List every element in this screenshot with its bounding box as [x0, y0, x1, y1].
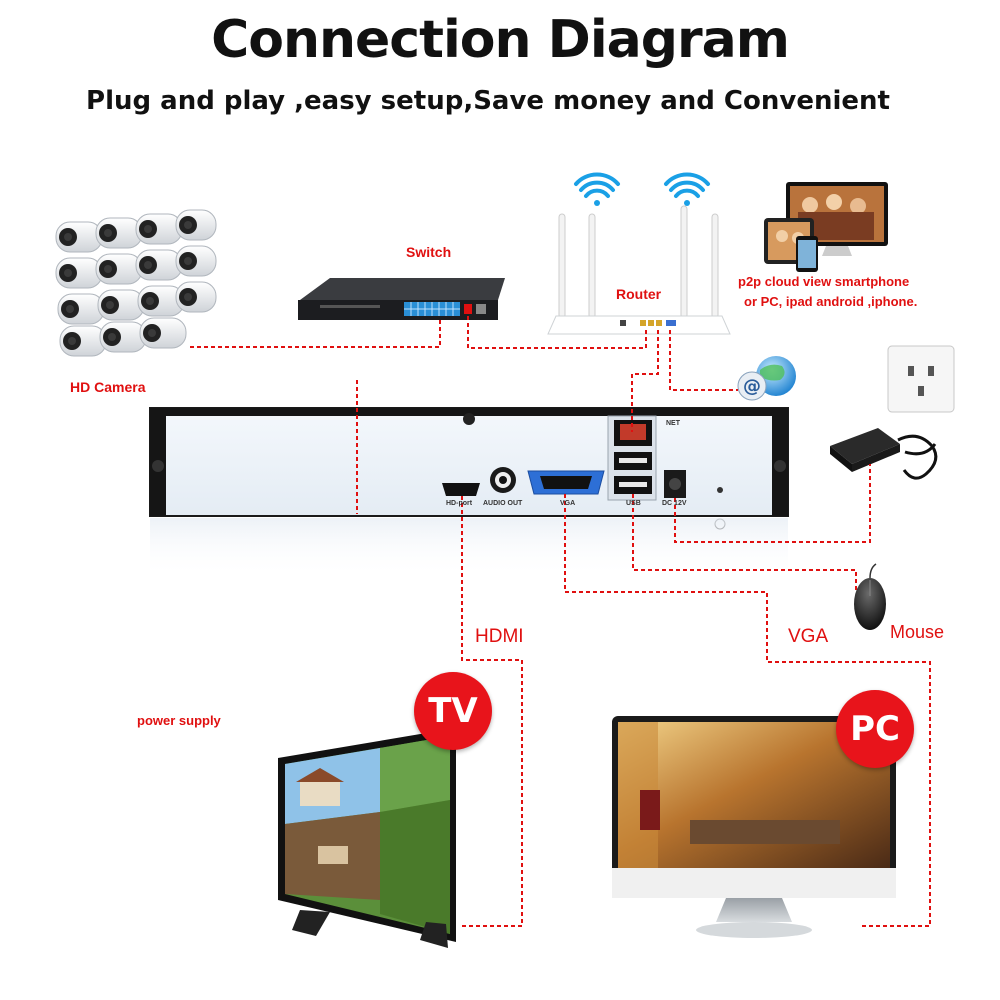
- vga-label: VGA: [788, 626, 829, 647]
- svg-text:@: @: [743, 376, 761, 397]
- tv-device: [278, 728, 456, 948]
- camera-row-4: [59, 317, 187, 357]
- hdmi-label: HDMI: [475, 626, 524, 647]
- audio-out-label: AUDIO OUT: [483, 500, 523, 507]
- usb-port-label: USB: [626, 500, 641, 507]
- camera-row-2: [55, 245, 217, 289]
- hd-port-label: HD-port: [446, 500, 473, 507]
- wifi-icon: [574, 172, 620, 206]
- pc-badge: PC: [836, 690, 914, 768]
- router-antennas: [558, 205, 719, 319]
- dc-port-label: DC 12V: [662, 500, 687, 507]
- switch-device: [298, 278, 505, 320]
- power-supply-label: power supply: [137, 713, 221, 728]
- page-title: Connection Diagram: [211, 10, 790, 70]
- power-adapter: [830, 428, 938, 480]
- p2p-label-line1: p2p cloud view smartphone: [738, 274, 910, 289]
- internet-globe-icon: @: [737, 356, 796, 401]
- page-subtitle: Plug and play ,easy setup,Save money and…: [86, 86, 890, 116]
- vga-line: [564, 494, 931, 927]
- nvr-device: [149, 407, 789, 578]
- switch-to-router-line: [467, 316, 647, 349]
- hd-camera-label: HD Camera: [70, 379, 146, 395]
- p2p-label-line2: or PC, ipad android ,iphone.: [744, 294, 918, 309]
- tv-badge: TV: [414, 672, 492, 750]
- usb-line: [632, 494, 857, 590]
- switch-label: Switch: [406, 244, 452, 260]
- mouse-label: Mouse: [890, 622, 945, 642]
- mouse-device: [854, 563, 886, 630]
- hd-camera-group: [55, 209, 217, 357]
- router-device: [547, 172, 731, 335]
- p2p-devices: [764, 182, 888, 272]
- camera-row-3: [57, 281, 217, 325]
- wifi-icon: [664, 172, 710, 206]
- router-to-internet-line: [669, 330, 738, 391]
- camera-row-1: [55, 209, 217, 253]
- dc-power-line: [674, 464, 871, 543]
- connection-lines: [190, 316, 931, 927]
- wall-socket: [887, 345, 955, 413]
- net-port-label: NET: [666, 420, 680, 427]
- router-to-nvr-line: [631, 330, 659, 432]
- hdmi-line: [460, 496, 523, 927]
- camera-to-switch-line: [190, 318, 441, 348]
- vga-port-label: VGA: [560, 500, 576, 507]
- router-label: Router: [616, 286, 662, 302]
